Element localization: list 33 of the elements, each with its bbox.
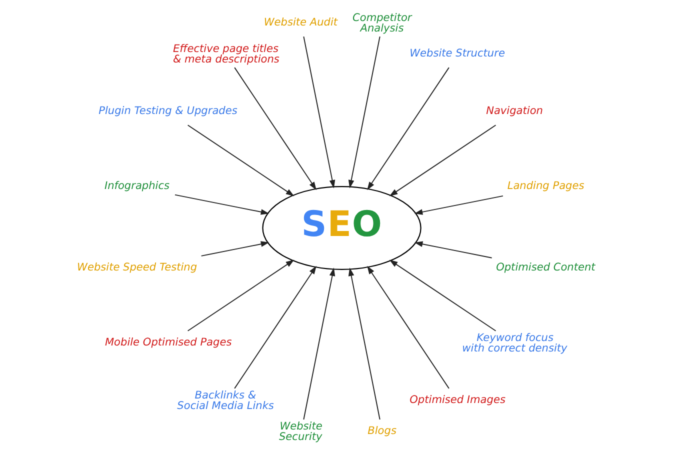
arrow [200, 241, 270, 256]
node-text: Website Structure [410, 48, 505, 60]
arrow [414, 241, 492, 258]
node-text: Website Audit [264, 16, 338, 29]
node-text: Optimised Images [410, 394, 506, 406]
node-text: Backlinks & Social Media Links [177, 389, 274, 412]
arrow [389, 124, 496, 196]
arrow [389, 260, 496, 332]
node-text: Optimised Content [496, 261, 596, 274]
arrow [367, 67, 450, 190]
arrow [303, 36, 336, 188]
node-ellipse: SEO [262, 186, 422, 270]
arrow [187, 260, 294, 332]
arrow [187, 124, 294, 196]
node-text: Effective page titles & meta descriptions [172, 43, 280, 66]
node-text: Website Security [278, 420, 322, 443]
arrow [303, 268, 336, 420]
arrow [348, 268, 380, 420]
node-text: Infographics [104, 180, 170, 192]
node-text: Navigation [486, 105, 543, 118]
arrow [234, 266, 316, 389]
arrow [234, 67, 316, 190]
arrow [174, 194, 270, 215]
node-text: Keyword focus with correct density [462, 332, 568, 354]
arrow [348, 36, 380, 188]
arrow [414, 195, 504, 215]
node-text: Landing Pages [507, 180, 584, 192]
node-text: Plugin Testing & Upgrades [98, 105, 238, 118]
node-text: Mobile Optimised Pages [104, 336, 232, 348]
node-text: Blogs [368, 425, 396, 438]
node-text: Competitor Analysis [352, 12, 412, 34]
node-text: Website Speed Testing [77, 261, 198, 274]
arrow [367, 266, 450, 389]
